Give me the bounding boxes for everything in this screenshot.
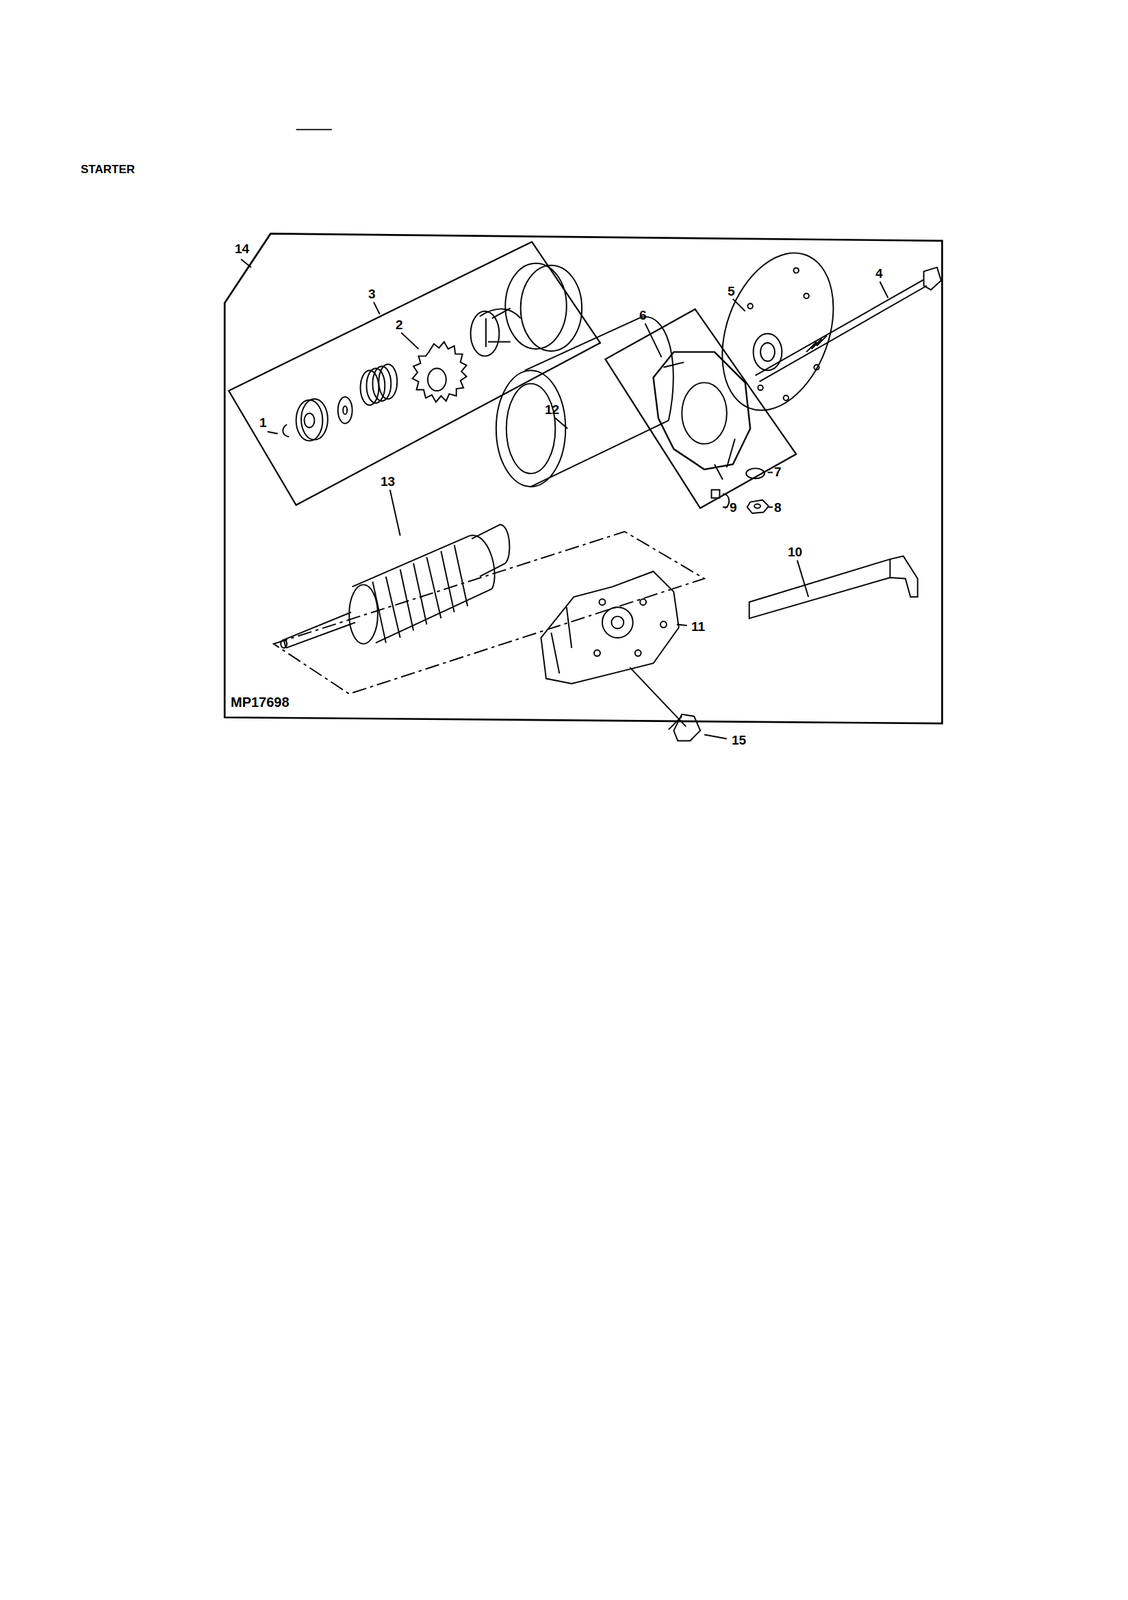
callout-number: 11 bbox=[691, 620, 705, 634]
callout-number: 4 bbox=[875, 266, 883, 280]
callout-number: 15 bbox=[731, 733, 747, 747]
callout-number: 6 bbox=[639, 308, 647, 322]
callout-number: 2 bbox=[395, 318, 404, 332]
callout-number: 7 bbox=[774, 465, 782, 479]
callout-number: 14 bbox=[234, 242, 250, 256]
figure-reference: MP17698 bbox=[230, 695, 290, 710]
callout-number: 12 bbox=[544, 403, 560, 417]
callout-number: 10 bbox=[787, 545, 803, 559]
callout-number: 9 bbox=[729, 501, 738, 515]
diagram-title: STARTER bbox=[80, 163, 135, 176]
callout-number: 13 bbox=[380, 475, 395, 489]
callout-number: 5 bbox=[727, 284, 736, 298]
callout-number: 3 bbox=[368, 287, 376, 301]
callout-number: 8 bbox=[774, 501, 782, 515]
callout-number: 1 bbox=[259, 416, 267, 430]
